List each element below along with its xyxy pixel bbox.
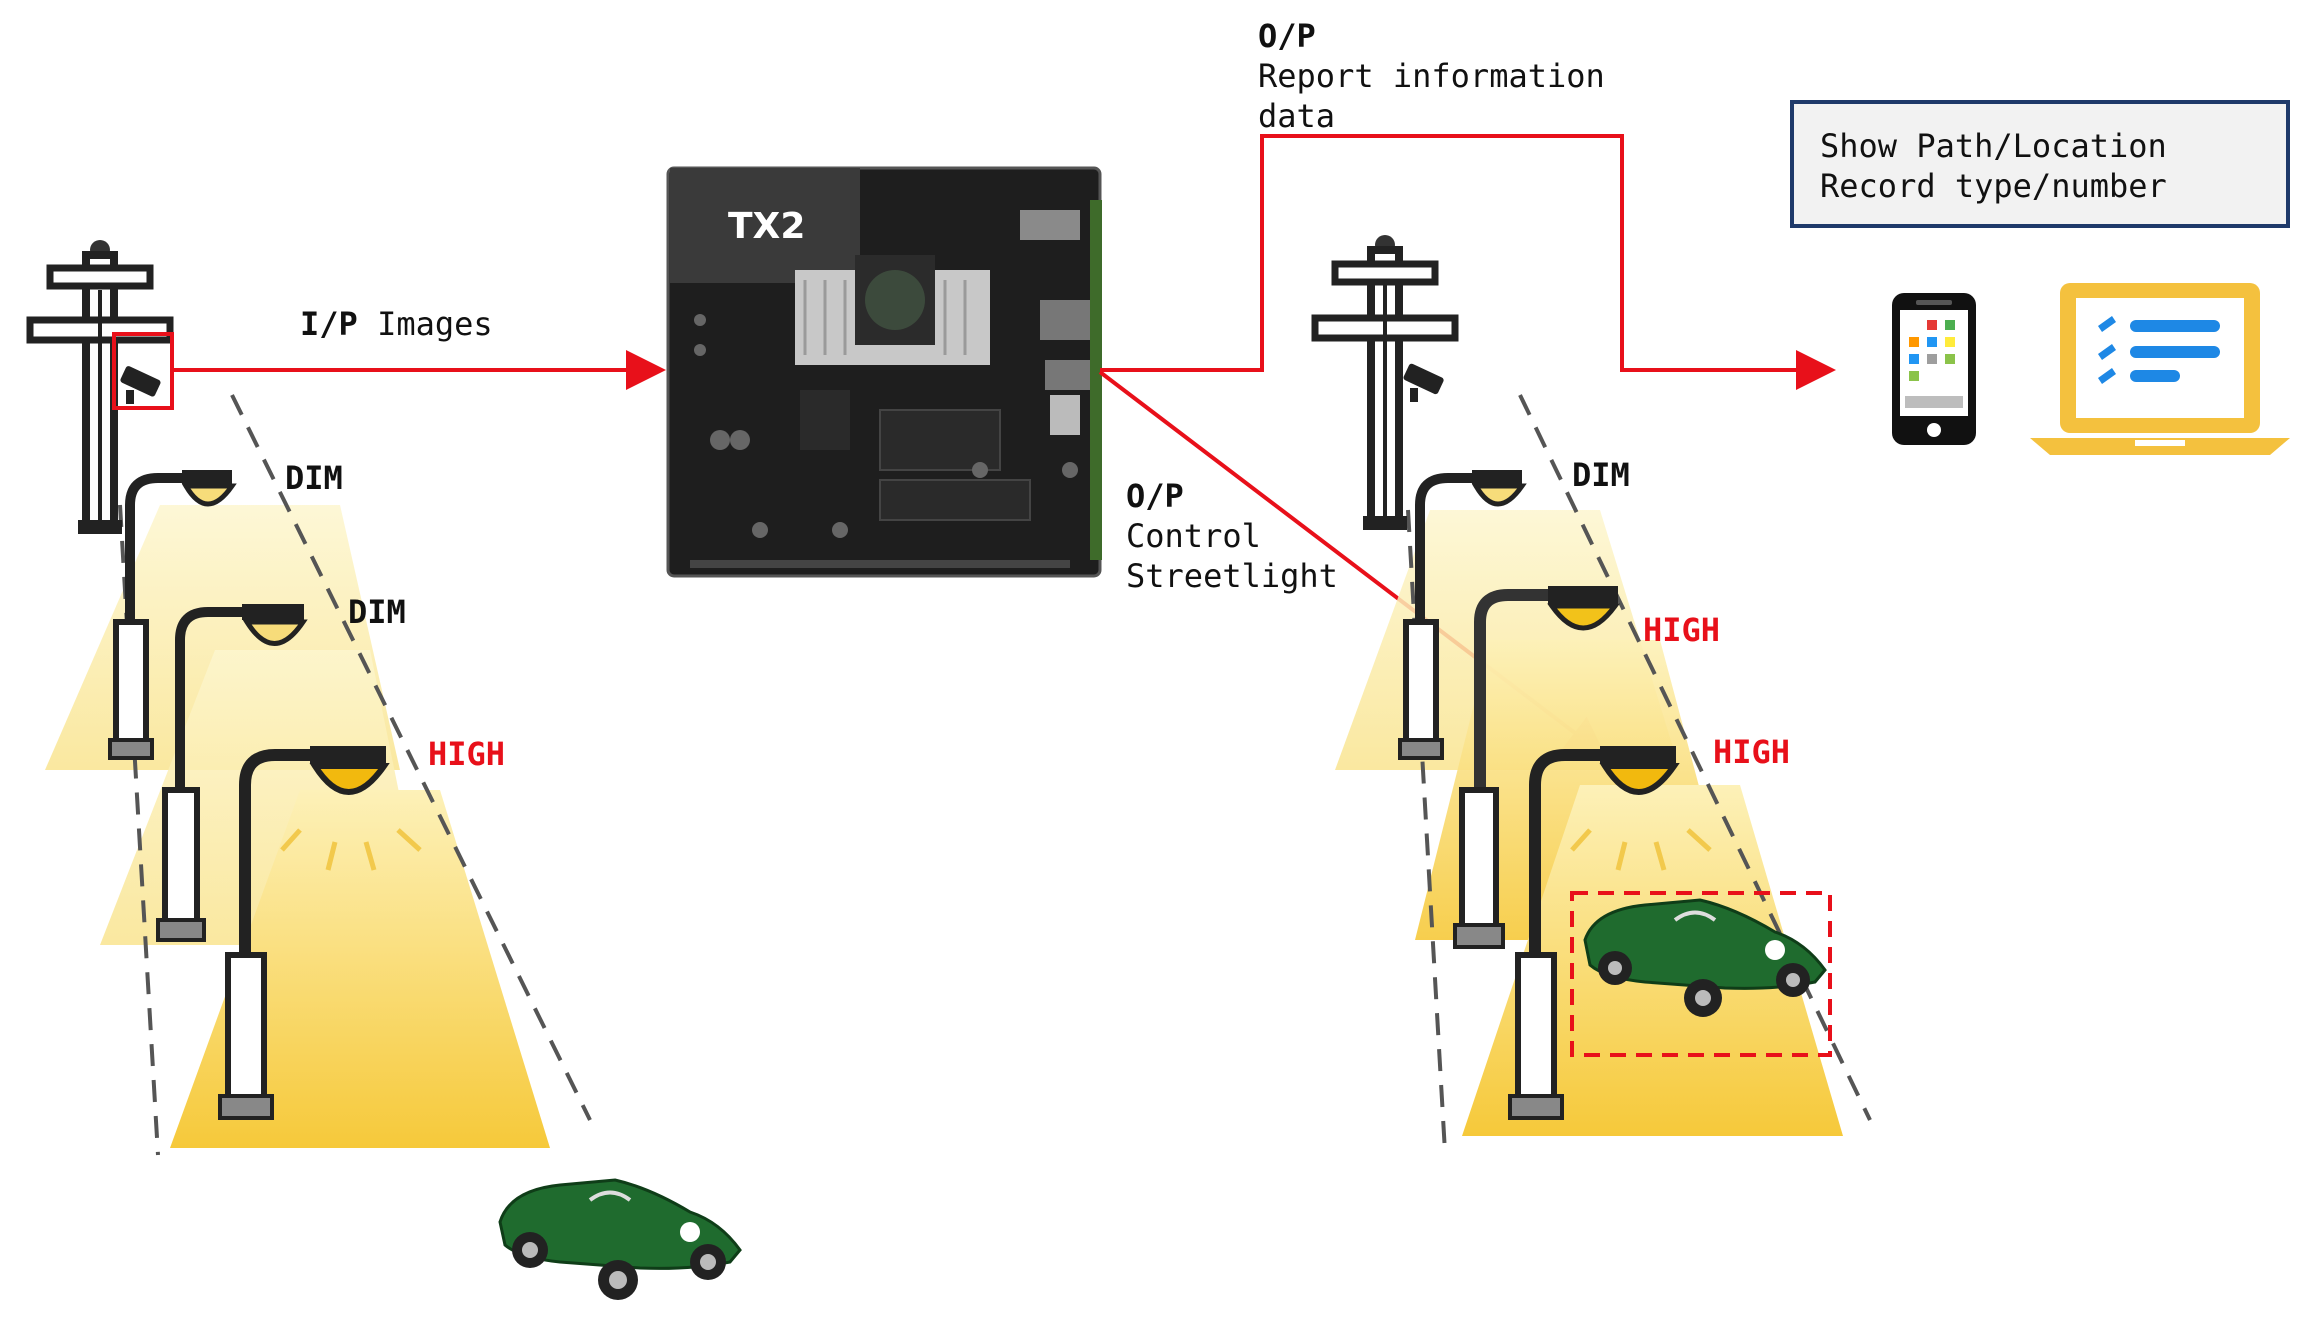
utility-pole-icon (1311, 235, 1459, 530)
info-box-line1: Show Path/Location (1820, 127, 2167, 165)
report-output-line1: Report information (1258, 57, 1605, 95)
utility-pole-icon (26, 240, 174, 534)
road-edge-line (1518, 394, 1872, 1121)
report-arrow (1100, 134, 1836, 390)
info-box-line2: Record type/number (1820, 167, 2167, 205)
report-output-prefix: O/P (1258, 17, 1316, 55)
input-label: I/P Images (300, 304, 493, 344)
laptop-icon (2030, 283, 2290, 455)
street-lamp-icon (108, 470, 237, 760)
control-output-prefix: O/P (1126, 477, 1184, 515)
control-output-line2: Streetlight (1126, 557, 1338, 595)
input-text: Images (377, 305, 493, 343)
camera-highlight-box (112, 332, 174, 410)
camera-icon (120, 366, 161, 404)
street-lamp-icon (156, 604, 308, 942)
report-output-line2: data (1258, 97, 1336, 135)
car-icon (1583, 898, 1827, 1017)
car-icon (498, 1178, 742, 1300)
street-lamp-icon (218, 746, 422, 1120)
right-lamp3-state: HIGH (1713, 733, 1791, 771)
camera-icon (1403, 363, 1444, 402)
right-lamp2-state: HIGH (1643, 611, 1721, 649)
right-scene (1311, 235, 1872, 1153)
info-box: Show Path/Location Record type/number (1790, 100, 2290, 228)
control-output-line1: Control (1126, 517, 1261, 555)
left-lamp2-state: DIM (348, 593, 406, 631)
road-edge-line (230, 394, 592, 1121)
detection-box (1570, 891, 1832, 1057)
left-scene (26, 240, 742, 1300)
street-lamp-icon (1453, 586, 1620, 949)
left-lamp1-state: DIM (285, 459, 343, 497)
smartphone-icon (1892, 293, 1976, 445)
right-lamp1-state: DIM (1572, 456, 1630, 494)
tx2-board (666, 166, 1102, 578)
left-lamp3-state: HIGH (428, 735, 506, 773)
input-prefix: I/P (300, 305, 358, 343)
street-lamp-icon (1508, 746, 1712, 1120)
tx2-board-label: TX2 (728, 206, 806, 247)
street-lamp-icon (1398, 470, 1527, 760)
